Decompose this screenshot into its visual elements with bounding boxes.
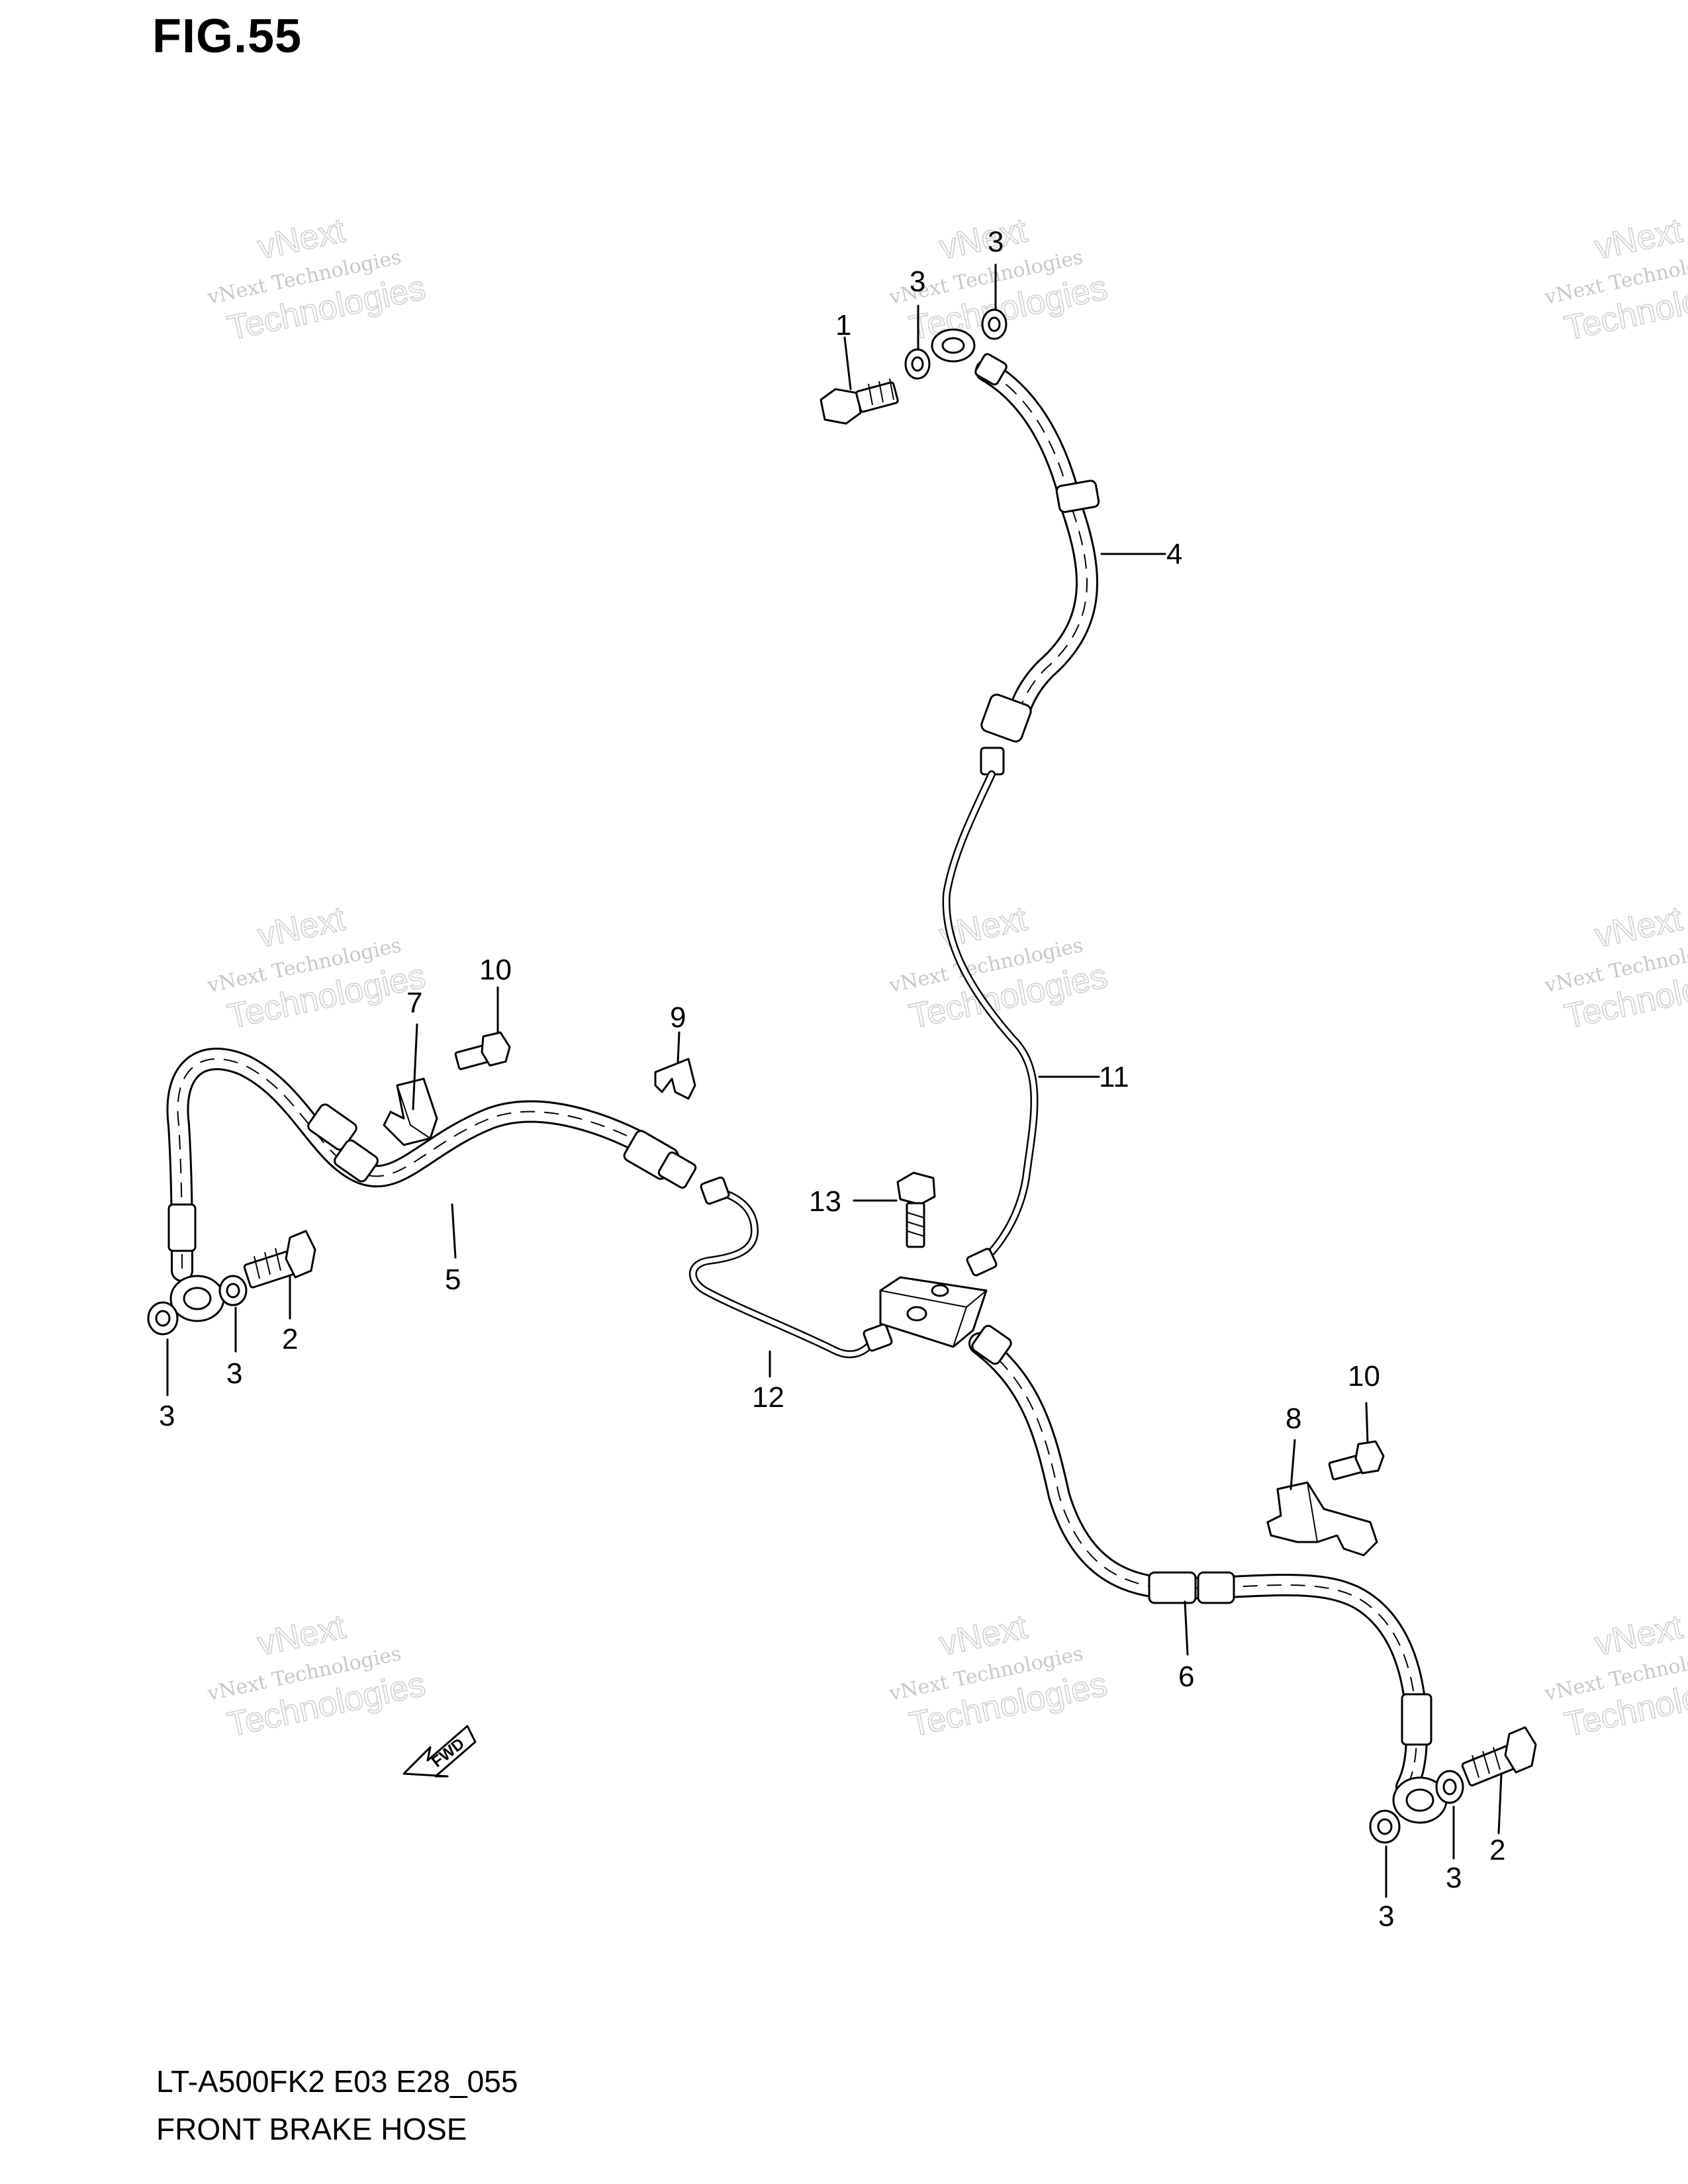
pipe-flare-nut	[980, 747, 1005, 776]
watermark: vNext vNext Technologies Technologies	[205, 899, 430, 1036]
watermark: vNext vNext Technologies Technologies	[1542, 899, 1688, 1036]
callout-12: 12	[752, 1381, 784, 1414]
banjo-bolt-left	[243, 1230, 316, 1289]
clamp-bolt-left	[454, 1031, 511, 1070]
footer-model-code: LT-A500FK2 E03 E28_055	[156, 2064, 518, 2099]
washer-upper-a	[904, 348, 931, 380]
watermark: vNext vNext Technologies Technologies	[1542, 210, 1688, 348]
hose-clamp-ring	[1148, 1571, 1197, 1604]
washer-left-a	[218, 1275, 248, 1306]
callout-4: 4	[1166, 538, 1182, 570]
callout-7: 7	[406, 987, 422, 1019]
joint-bolt	[896, 1171, 936, 1248]
callout-10-right: 10	[1348, 1360, 1380, 1392]
right-brake-hose	[968, 1324, 1448, 1824]
clamp-bolt-right	[1328, 1440, 1385, 1480]
callout-2-right: 2	[1489, 1834, 1505, 1866]
hose-clamp-right	[1266, 1481, 1378, 1557]
washer-left-b	[147, 1301, 179, 1336]
callout-6: 6	[1178, 1661, 1194, 1693]
left-brake-hose	[166, 1048, 697, 1322]
hose-end-fitting	[980, 694, 1032, 743]
upper-brake-hose	[931, 328, 1100, 776]
washer-right-b	[1369, 1809, 1401, 1844]
washer-upper-b	[981, 308, 1008, 340]
brake-pipe-short	[688, 1176, 893, 1359]
callout-1: 1	[835, 309, 851, 341]
watermark: vNext vNext Technologies Technologies	[1542, 1607, 1688, 1745]
callout-11: 11	[1099, 1061, 1129, 1093]
brake-pipe-long	[942, 770, 1039, 1277]
hose-clamp-left	[383, 1077, 438, 1146]
hose-clip	[654, 1058, 696, 1100]
watermark: vNext vNext Technologies Technologies	[205, 1607, 430, 1745]
watermark: vNext vNext Technologies Technologies	[205, 210, 430, 348]
washer-right-a	[1435, 1770, 1464, 1804]
callout-3-right-b: 3	[1378, 1900, 1394, 1933]
footer-assembly-name: FRONT BRAKE HOSE	[156, 2112, 467, 2146]
callout-8: 8	[1286, 1402, 1301, 1435]
hose-clamp-ring	[1055, 479, 1100, 514]
banjo-bolt-upper	[820, 378, 899, 425]
hose-clamp-ring	[307, 1103, 357, 1151]
callout-3-right-a: 3	[1446, 1862, 1462, 1894]
callout-3-left-a: 3	[226, 1357, 242, 1390]
callouts: 1 2 2 3 3 3 3 3 3 4 5 6 7 8 9 10 10 11 1…	[159, 226, 1505, 1933]
watermark: vNext vNext Technologies Technologies	[887, 1607, 1111, 1745]
leader-lines	[166, 263, 1503, 1898]
callout-3-upper-b: 3	[988, 226, 1004, 258]
callout-2-left: 2	[282, 1323, 298, 1355]
callout-3-upper-a: 3	[910, 265, 925, 298]
watermark-group: vNext vNext Technologies Technologies vN…	[205, 210, 1688, 1745]
callout-9: 9	[670, 1001, 686, 1034]
banjo-bolt-right	[1461, 1726, 1537, 1787]
callout-5: 5	[445, 1263, 461, 1296]
callout-3-left-b: 3	[159, 1400, 175, 1432]
callout-13: 13	[809, 1185, 841, 1218]
brake-joint-block	[879, 1276, 988, 1348]
callout-10-left: 10	[479, 954, 512, 986]
forward-direction-arrow: FWD	[402, 1725, 477, 1778]
figure-title: FIG.55	[152, 10, 303, 63]
